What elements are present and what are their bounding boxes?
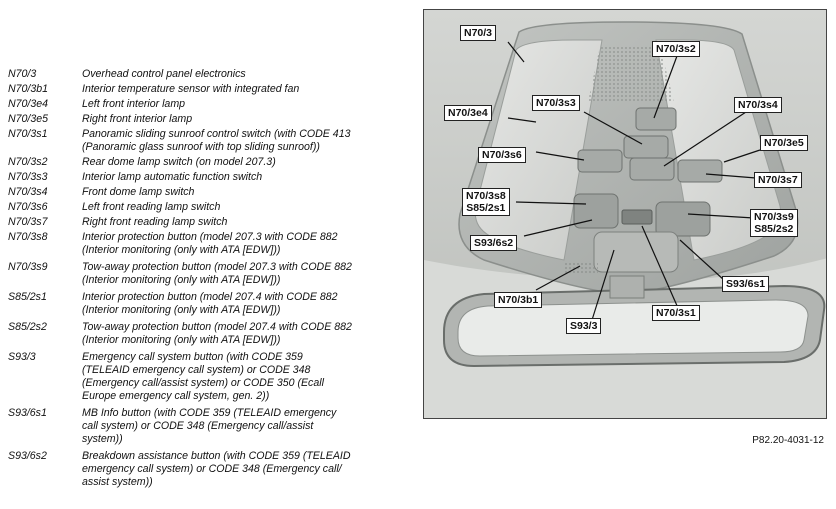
legend-code: N70/3s9: [8, 261, 48, 273]
legend-row: N70/3s7 Right front reading lamp switch: [8, 216, 408, 229]
legend-code: N70/3e5: [8, 113, 49, 125]
legend-desc: Rear dome lamp switch (on model 207.3): [82, 156, 276, 168]
legend-code: N70/3: [8, 68, 37, 80]
callout-n70-3: N70/3: [460, 25, 497, 41]
legend-desc: Front dome lamp switch: [82, 186, 195, 198]
legend-code: N70/3b1: [8, 83, 49, 95]
callout-n70-3s1: N70/3s1: [652, 305, 700, 321]
overhead-panel-illustration: [424, 10, 826, 418]
legend-desc: Left front interior lamp: [82, 98, 186, 110]
legend-row: S93/6s1 MB Info button (with CODE 359 (TE…: [8, 407, 408, 446]
legend-desc: Right front reading lamp switch: [82, 216, 228, 228]
callout-n70-3s8-s85-2s1: N70/3s8 S85/2s1: [462, 188, 510, 216]
callout-n70-3s2: N70/3s2: [652, 41, 700, 57]
legend-row: S85/2s2 Tow-away protection button (model…: [8, 321, 408, 347]
callout-s93-3: S93/3: [566, 318, 602, 334]
legend-desc: Overhead control panel electronics: [82, 68, 246, 80]
legend-row: N70/3s2 Rear dome lamp switch (on model 2…: [8, 156, 408, 169]
legend-code: S93/6s2: [8, 450, 47, 462]
legend-desc: Emergency call system button (with CODE …: [82, 351, 324, 402]
legend-desc: Left front reading lamp switch: [82, 201, 221, 213]
callout-n70-3s7: N70/3s7: [754, 172, 802, 188]
legend-code: N70/3s4: [8, 186, 48, 198]
callout-n70-3s6: N70/3s6: [478, 147, 526, 163]
legend-row: N70/3s1 Panoramic sliding sunroof control…: [8, 128, 408, 154]
legend-row: N70/3 Overhead control panel electronics: [8, 68, 408, 81]
legend-code: S85/2s2: [8, 321, 47, 333]
legend-code: S85/2s1: [8, 291, 47, 303]
callout-n70-3e4: N70/3e4: [444, 105, 492, 121]
legend-code: N70/3s8: [8, 231, 48, 243]
legend-code: S93/6s1: [8, 407, 47, 419]
callout-n70-3s9-s85-2s2: N70/3s9 S85/2s2: [750, 209, 798, 237]
legend-desc: Tow-away protection button (model 207.4 …: [82, 321, 352, 346]
legend-row: N70/3s9 Tow-away protection button (model…: [8, 261, 408, 287]
legend-desc: Interior protection button (model 207.4 …: [82, 291, 338, 316]
legend-code: S93/3: [8, 351, 36, 363]
legend-row: N70/3e4 Left front interior lamp: [8, 98, 408, 111]
callout-n70-3s4: N70/3s4: [734, 97, 782, 113]
legend-desc: Right front interior lamp: [82, 113, 193, 125]
legend-row: S93/6s2 Breakdown assistance button (with…: [8, 450, 408, 489]
legend-row: S93/3 Emergency call system button (with …: [8, 351, 408, 403]
legend-desc: Interior temperature sensor with integra…: [82, 83, 300, 95]
legend-row: N70/3s3 Interior lamp automatic function …: [8, 171, 408, 184]
legend-desc: Panoramic sliding sunroof control switch…: [82, 128, 351, 153]
legend-code: N70/3s6: [8, 201, 48, 213]
callout-n70-3e5: N70/3e5: [760, 135, 808, 151]
legend-desc: Interior lamp automatic function switch: [82, 171, 263, 183]
callout-s93-6s1: S93/6s1: [722, 276, 770, 292]
legend-row: N70/3s8 Interior protection button (model…: [8, 231, 408, 257]
legend-row: N70/3e5 Right front interior lamp: [8, 113, 408, 126]
legend-row: S85/2s1 Interior protection button (model…: [8, 291, 408, 317]
legend-row: N70/3s6 Left front reading lamp switch: [8, 201, 408, 214]
legend-code: N70/3e4: [8, 98, 49, 110]
callout-s93-6s2: S93/6s2: [470, 235, 518, 251]
legend-row: N70/3s4 Front dome lamp switch: [8, 186, 408, 199]
legend-code: N70/3s3: [8, 171, 48, 183]
legend-desc: MB Info button (with CODE 359 (TELEAID e…: [82, 407, 337, 445]
legend-code: N70/3s2: [8, 156, 48, 168]
legend-row: N70/3b1 Interior temperature sensor with …: [8, 83, 408, 96]
callout-n70-3s3: N70/3s3: [532, 95, 580, 111]
legend-code: N70/3s1: [8, 128, 48, 140]
legend-desc: Tow-away protection button (model 207.3 …: [82, 261, 352, 286]
legend-desc: Interior protection button (model 207.3 …: [82, 231, 338, 256]
callout-n70-3b1: N70/3b1: [494, 292, 543, 308]
overhead-panel-figure: N70/3 N70/3s2 N70/3e4 N70/3s3 N70/3s4 N7…: [423, 9, 827, 419]
figure-caption: P82.20-4031-12: [752, 435, 824, 446]
legend-code: N70/3s7: [8, 216, 48, 228]
legend-desc: Breakdown assistance button (with CODE 3…: [82, 450, 351, 488]
